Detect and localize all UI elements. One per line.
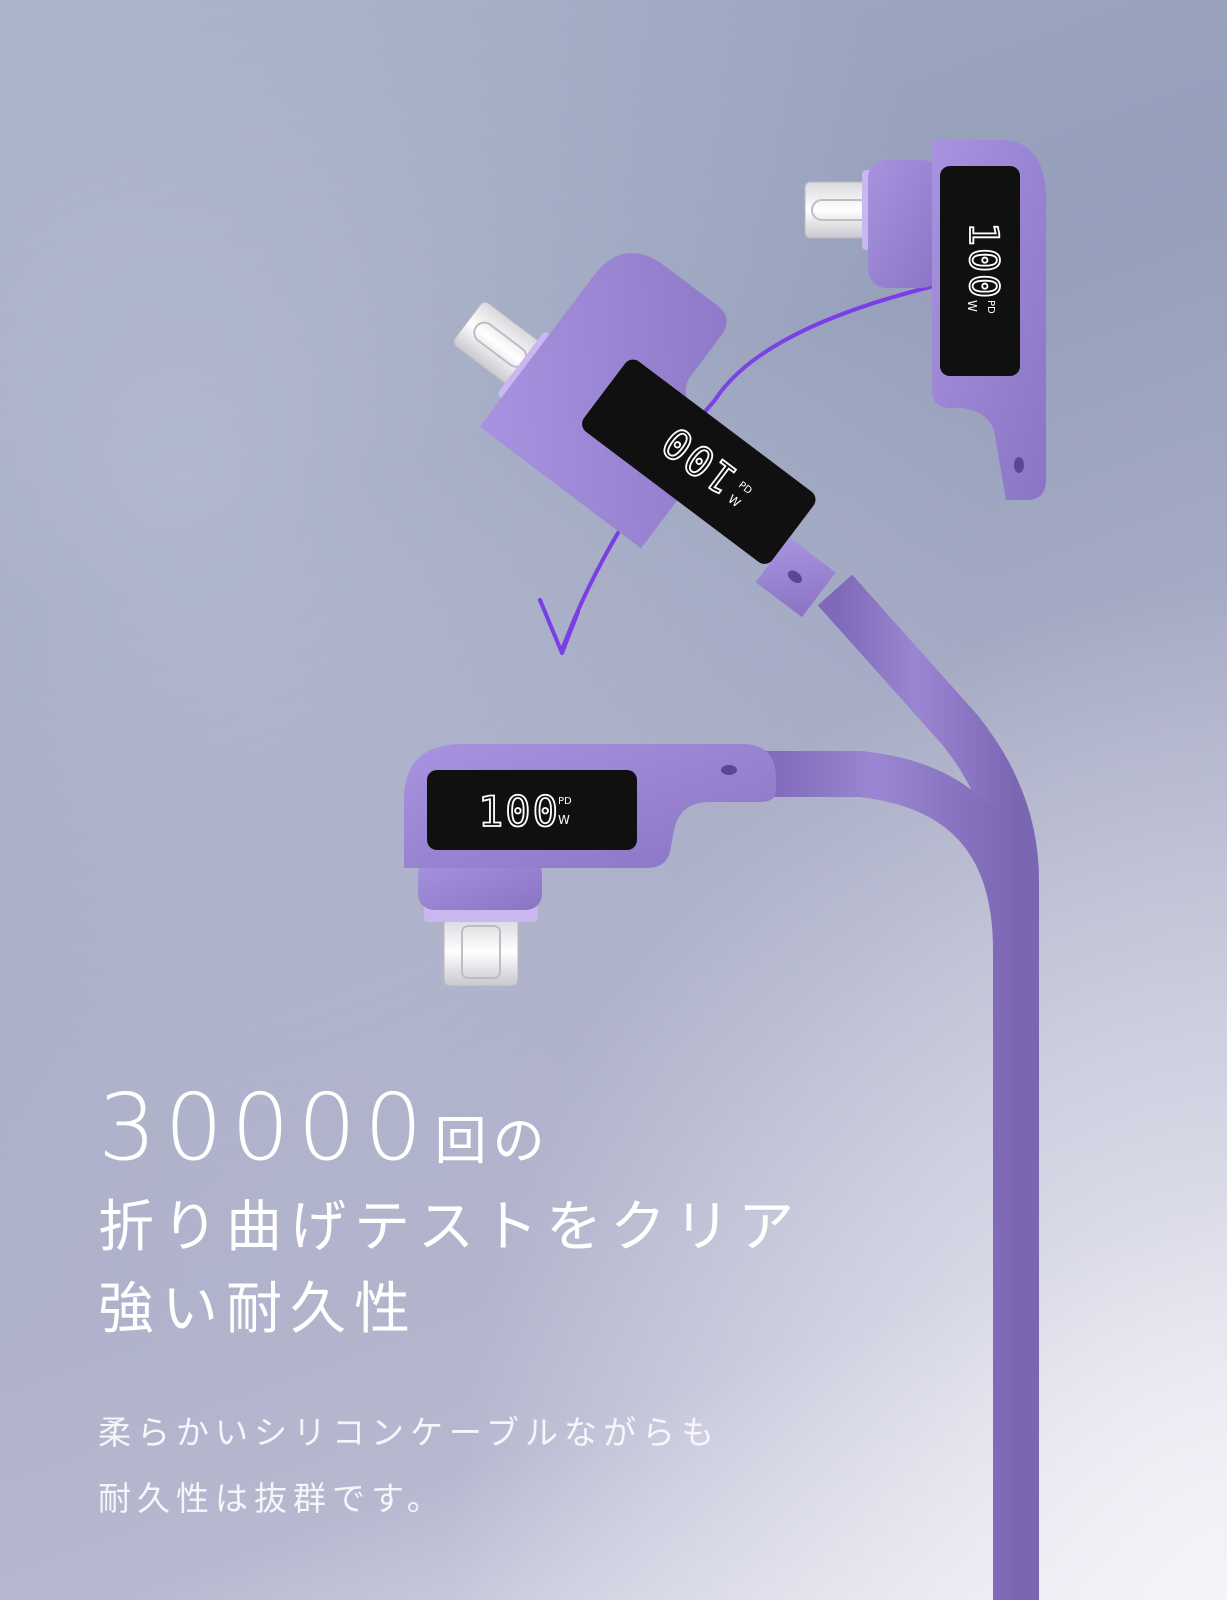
headline-number: 30000 <box>98 1074 431 1181</box>
cable-diagonal <box>817 574 1039 1600</box>
rotation-arrow <box>538 285 932 655</box>
body-line-1: 柔らかいシリコンケーブルながらも <box>98 1413 721 1452</box>
headline-row-1: 30000回の <box>98 1082 858 1174</box>
connector-bent: 100 PD W <box>404 744 776 987</box>
cable-horizontal <box>760 751 1039 1600</box>
connector-tilted: 100 PD W <box>453 253 836 618</box>
digital-display-bent: 100 PD W <box>477 786 572 837</box>
display-pd-bent: PD <box>558 796 572 807</box>
headline-number-suffix: 回の <box>434 1112 551 1172</box>
body-copy: 柔らかいシリコンケーブルながらも 耐久性は抜群です。 <box>98 1400 858 1532</box>
digital-display-upright: 100 PD W <box>959 221 1007 314</box>
headline-line-3: 強い耐久性 <box>98 1277 418 1342</box>
display-digits-bent: 100 <box>478 787 560 836</box>
display-digits: 100 <box>960 222 1006 300</box>
connector-upright: 100 PD W <box>804 140 1046 500</box>
headline-line-2: 折り曲げテストをクリア <box>98 1195 802 1260</box>
display-unit: W <box>965 300 979 312</box>
display-unit-bent: W <box>558 813 570 827</box>
body-line-2: 耐久性は抜群です。 <box>98 1479 446 1518</box>
headline: 30000回の 折り曲げテストをクリア 強い耐久性 <box>98 1082 858 1338</box>
cables <box>760 480 1039 1600</box>
display-pd: PD <box>985 300 996 314</box>
